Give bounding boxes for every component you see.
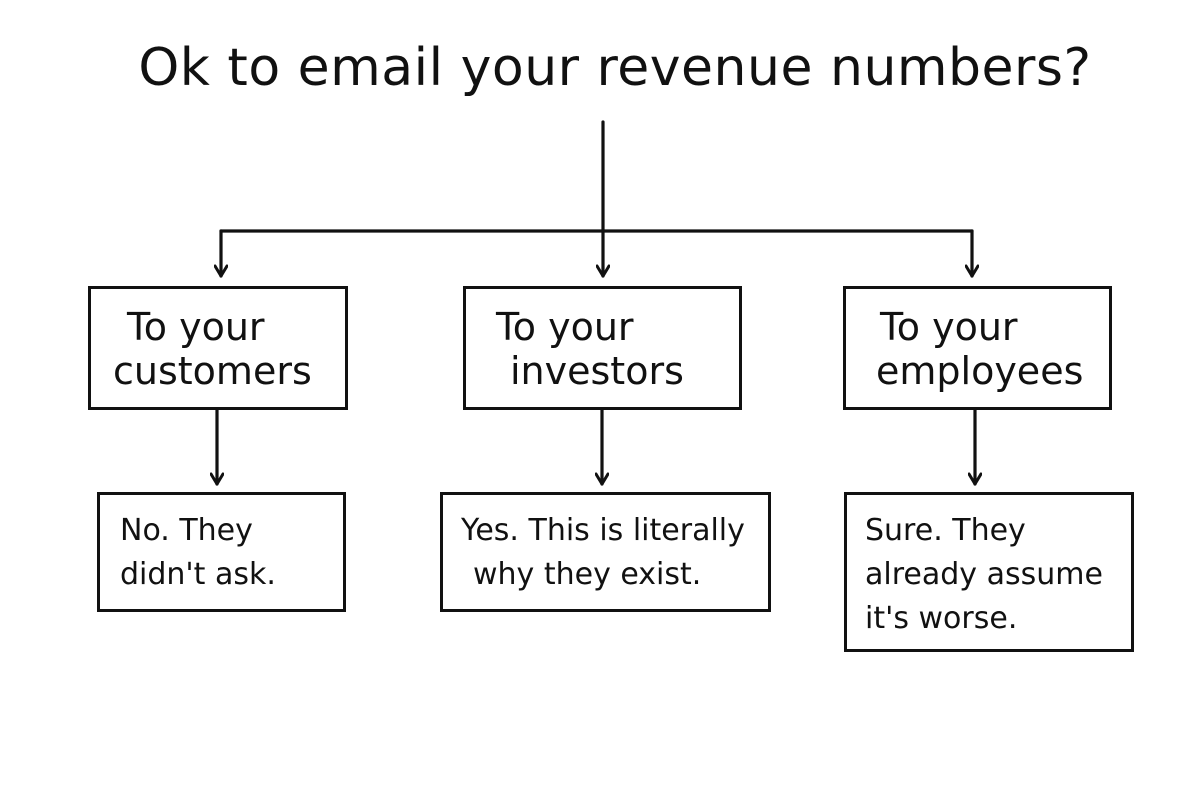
investors-answer-box: Yes. This is literally why they exist. [440,492,771,612]
employees-box: To your employees [843,286,1112,410]
investors-answer-line-2: why they exist. [473,557,702,592]
customers-box: To your customers [88,286,348,410]
employees-answer-box: Sure. They already assume it's worse. [844,492,1134,652]
employees-line-1: To your [880,305,1018,349]
flowchart-question: Ok to email your revenue numbers? [138,38,1092,98]
customers-answer-box: No. They didn't ask. [97,492,346,612]
investors-box: To your investors [463,286,742,410]
customers-line-1: To your [127,305,265,349]
employees-answer-line-1: Sure. They [865,513,1026,548]
employees-answer-line-2: already assume [865,557,1103,592]
employees-line-2: employees [876,349,1084,393]
investors-line-1: To your [496,305,634,349]
employees-answer-line-3: it's worse. [865,601,1018,636]
customers-answer-line-2: didn't ask. [120,557,276,592]
customers-line-2: customers [113,349,312,393]
customers-answer-line-1: No. They [120,513,253,548]
investors-line-2: investors [510,349,684,393]
investors-answer-line-1: Yes. This is literally [461,513,745,548]
